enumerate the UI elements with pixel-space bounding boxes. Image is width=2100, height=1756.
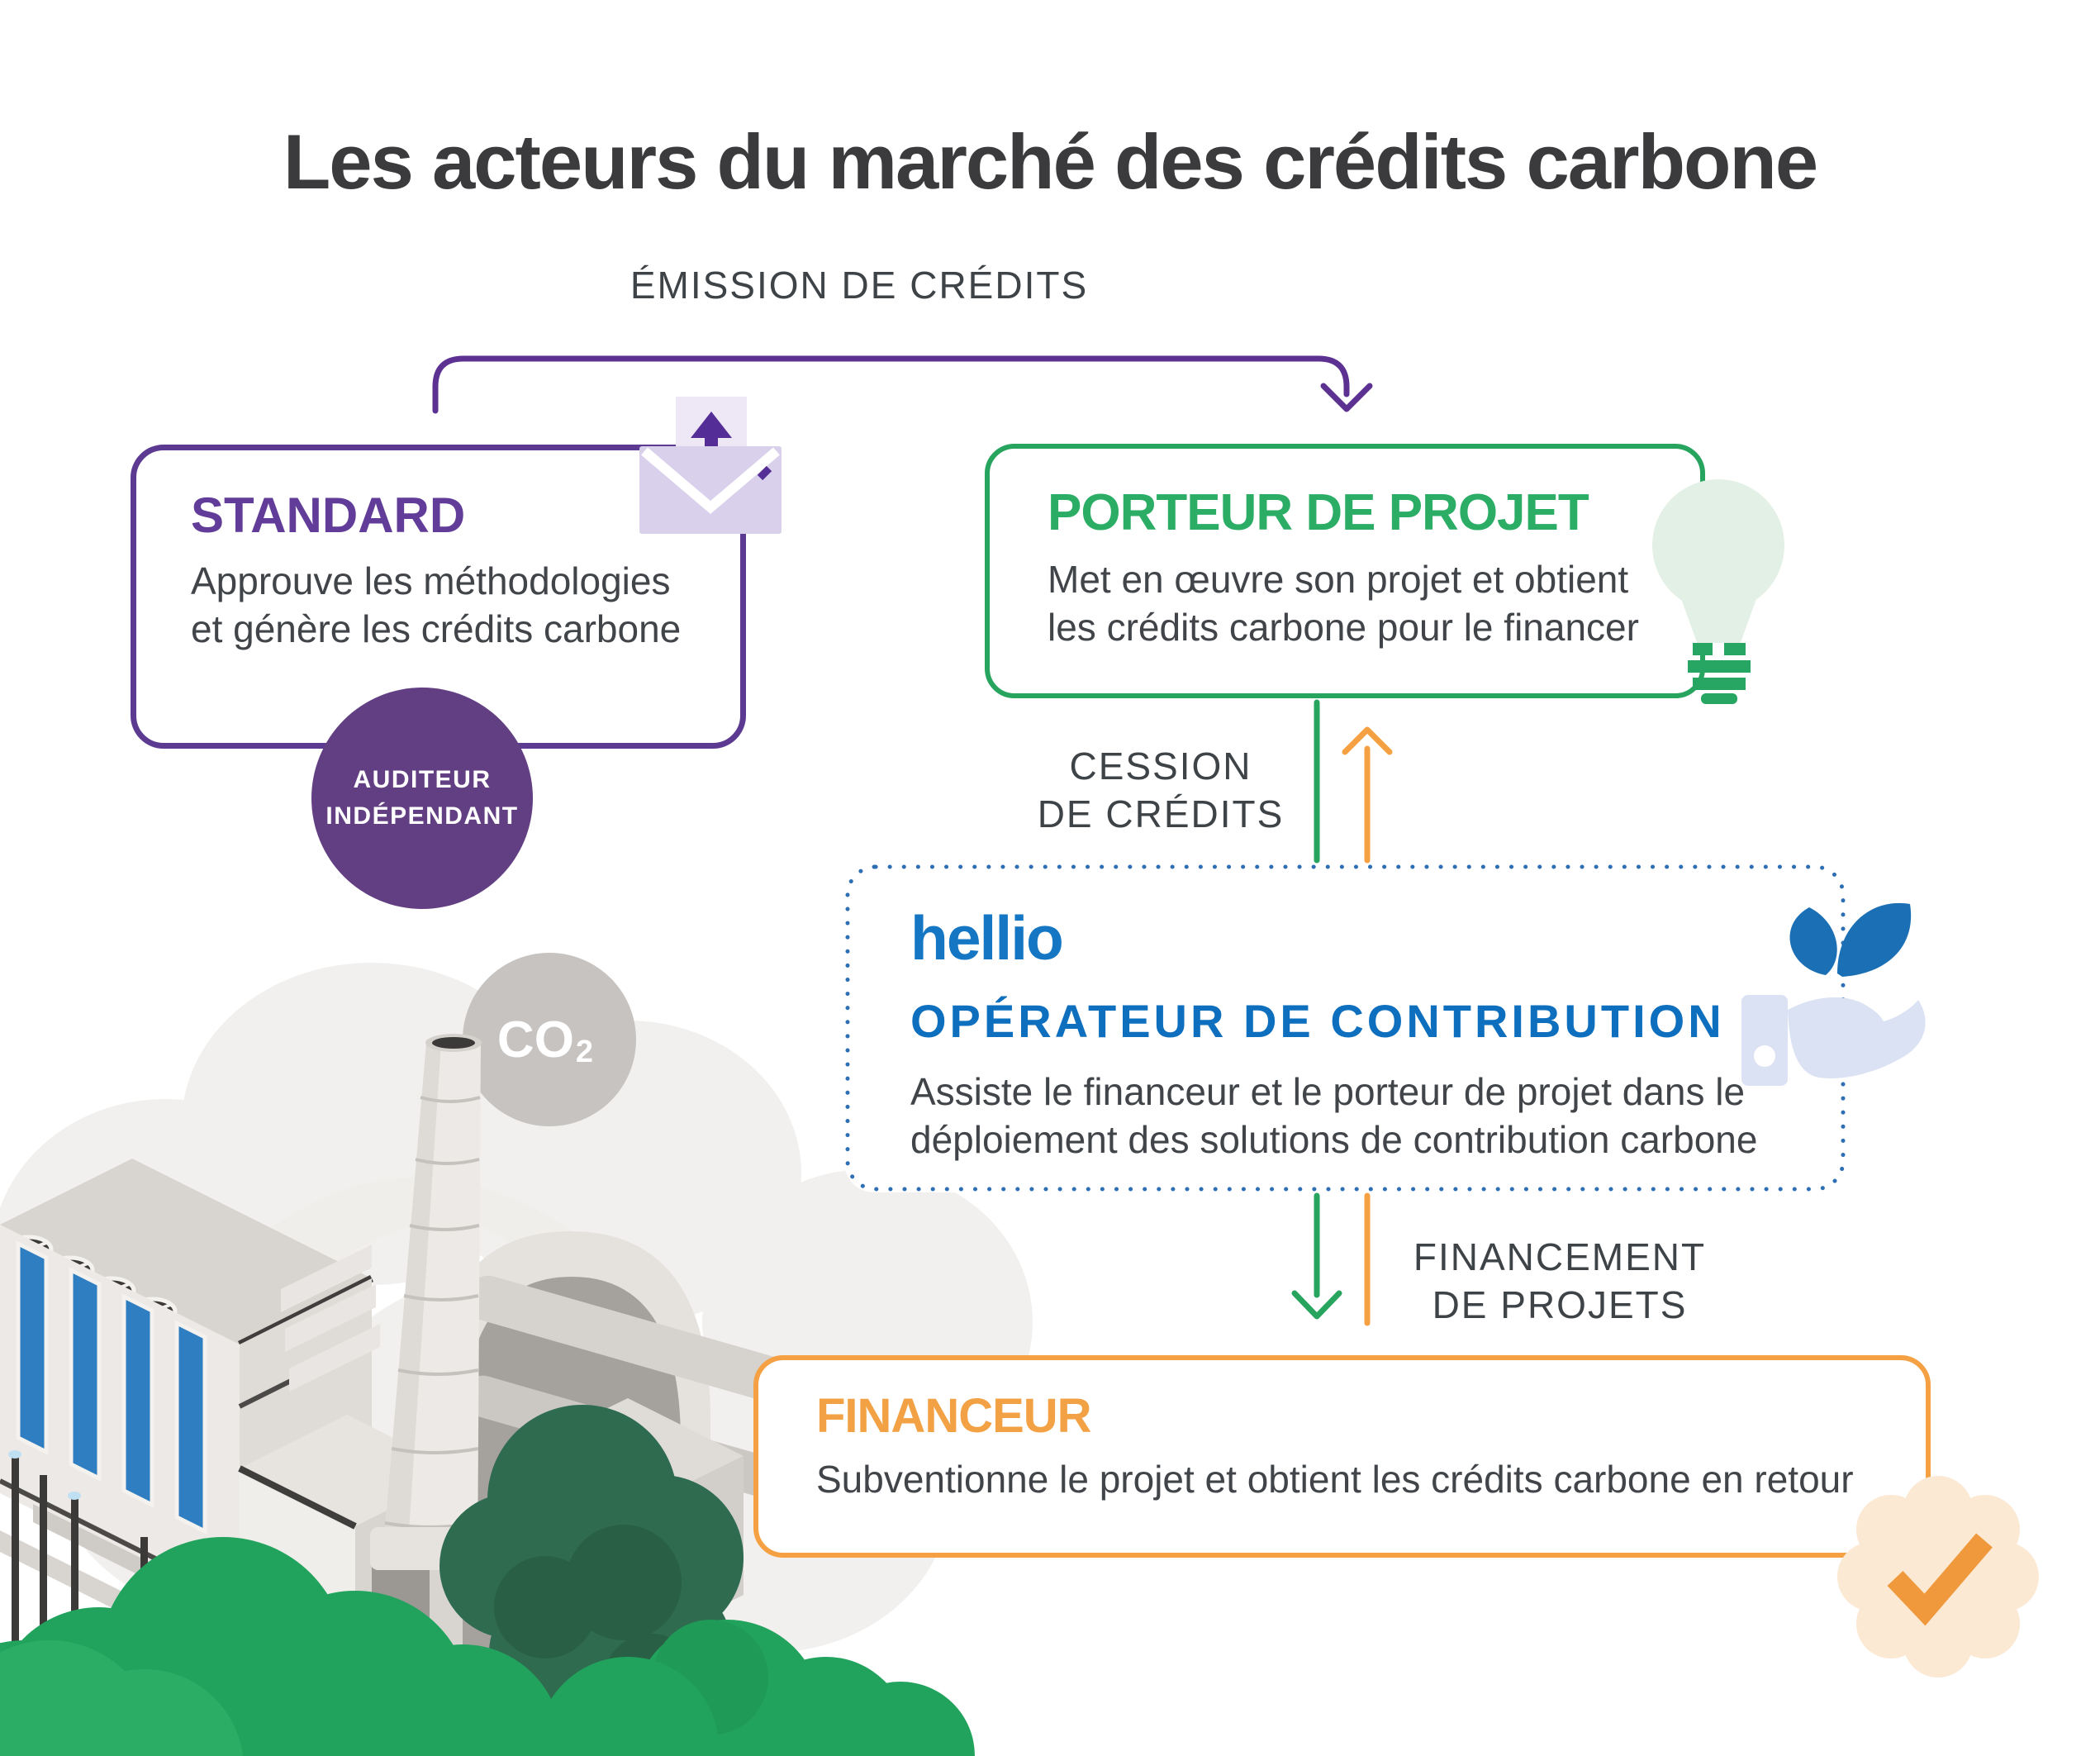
financement-line1: FINANCEMENT <box>1413 1235 1707 1278</box>
co2-text: CO <box>496 1011 574 1068</box>
financeur-box: FINANCEUR Subventionne le projet et obti… <box>753 1355 1931 1558</box>
bushes <box>0 1537 975 1756</box>
flow-label-financement: FINANCEMENT DE PROJETS <box>1403 1233 1717 1329</box>
operateur-body-line2: déploiement des solutions de contributio… <box>910 1118 1758 1161</box>
financement-line2: DE PROJETS <box>1432 1283 1688 1326</box>
lightbulb-icon <box>1652 479 1784 704</box>
factory-windows <box>16 1240 207 1535</box>
standard-body-line1: Approuve les méthodologies <box>191 559 671 602</box>
hellio-logo: hellio <box>910 903 1064 973</box>
porteur-title: PORTEUR DE PROJET <box>1048 484 1589 541</box>
financement-orange-arrow-up <box>1342 726 1393 864</box>
operateur-body-line1: Assiste le financeur et le porteur de pr… <box>910 1070 1746 1113</box>
factory-left-block <box>0 1159 380 1613</box>
operateur-box: hellio OPÉRATEUR DE CONTRIBUTION Assiste… <box>844 864 1846 1192</box>
flow-label-cession: CESSION DE CRÉDITS <box>1004 742 1318 838</box>
porteur-body-line1: Met en œuvre son projet et obtient <box>1048 558 1629 601</box>
financeur-title: FINANCEUR <box>816 1389 1092 1443</box>
auditor-line2: INDÉPENDANT <box>325 802 519 830</box>
porteur-body-line2: les crédits carbone pour le financer <box>1048 606 1639 649</box>
co2-bubble <box>463 953 636 1126</box>
co2-label: CO 2 <box>475 1000 615 1079</box>
envelope-up-arrow-icon <box>639 397 782 534</box>
flow-label-emission: ÉMISSION DE CRÉDITS <box>630 264 1089 307</box>
auditor-line1: AUDITEUR <box>353 766 492 793</box>
cession-green-arrow-down <box>1291 1192 1342 1320</box>
emission-arrow <box>432 355 1373 414</box>
cession-line1: CESSION <box>1069 745 1252 788</box>
co2-subscript: 2 <box>575 1034 594 1069</box>
operateur-title: OPÉRATEUR DE CONTRIBUTION <box>910 995 1725 1047</box>
auditor-badge: AUDITEUR INDÉPENDANT <box>311 688 533 909</box>
porteur-box: PORTEUR DE PROJET Met en œuvre son proje… <box>985 444 1705 698</box>
standard-title: STANDARD <box>191 488 466 543</box>
hand-plant-icon <box>1741 902 1926 1086</box>
page-title: Les acteurs du marché des crédits carbon… <box>283 118 1818 205</box>
check-badge-icon <box>1837 1476 2039 1677</box>
standard-body-line2: et génère les crédits carbone <box>191 607 682 650</box>
cession-line2: DE CRÉDITS <box>1037 792 1285 835</box>
factory-illustration <box>0 953 1033 1756</box>
financeur-body: Subventionne le projet et obtient les cr… <box>816 1458 1854 1501</box>
